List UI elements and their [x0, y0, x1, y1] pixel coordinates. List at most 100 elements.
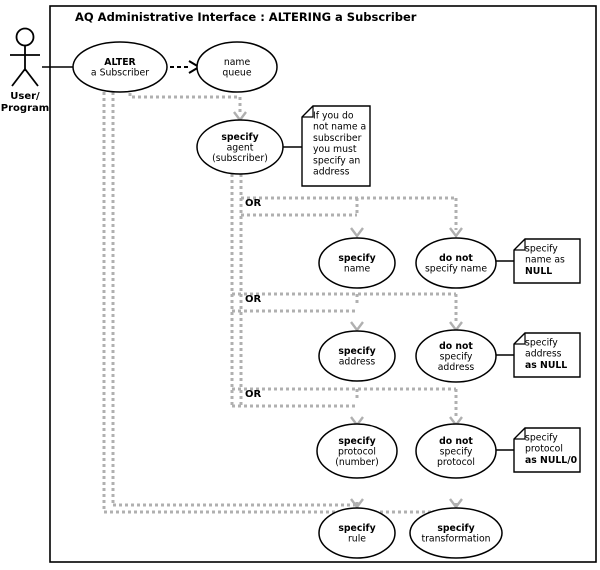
use-case-label: protocol [437, 457, 475, 468]
use-case-label: queue [222, 68, 251, 79]
use-case-ellipse[interactable] [196, 119, 284, 175]
use-case-ellipse[interactable] [415, 237, 497, 289]
use-case-label: agent [227, 142, 254, 153]
use-case-label: do not [439, 341, 473, 352]
use-case-label: specify [440, 446, 473, 457]
or-label-or-3: OR [245, 389, 262, 400]
note-leader-lines [283, 146, 514, 451]
or-label-or-1: OR [245, 198, 262, 209]
use-case-label: name [344, 264, 371, 275]
use-case-ellipse[interactable] [318, 237, 396, 289]
use-case-label: do not [439, 436, 473, 447]
note-fold-icon [514, 428, 526, 440]
note-line: specify [525, 338, 558, 349]
use-case-label: specify [338, 346, 375, 357]
or-label-or-2: OR [245, 294, 262, 305]
note-line: name as [525, 255, 565, 266]
note-body [513, 238, 581, 284]
note-line: specify [525, 433, 558, 444]
use-case-ellipse[interactable] [318, 507, 396, 559]
note-fold-icon [302, 106, 314, 118]
use-case-label: specify [338, 523, 375, 534]
use-case-label: specify name [425, 264, 487, 275]
use-case-label: rule [348, 534, 366, 545]
use-case-label: do not [439, 253, 473, 264]
use-case-label: protocol [338, 446, 376, 457]
use-case-ellipse[interactable] [415, 329, 497, 383]
note-line: you must [313, 144, 357, 155]
arrowhead-specify-rule [350, 498, 364, 509]
arrowhead-specify-address [350, 321, 364, 332]
gray-connectors [102, 92, 458, 514]
use-case-ellipse[interactable] [316, 423, 398, 479]
note-line: NULL [525, 266, 552, 277]
use-case-label: ALTER [104, 57, 135, 68]
actor-user-program: User/ Program [1, 27, 49, 114]
use-case-ellipse[interactable] [72, 41, 168, 93]
arrowhead-specify-transformation [449, 498, 463, 509]
actor-label-line2: Program [1, 103, 49, 114]
use-case-label: specify [221, 132, 258, 143]
note-line: address [313, 167, 350, 178]
note-line: not name a [313, 122, 366, 133]
use-case-label: address [339, 357, 376, 368]
note-body [513, 332, 581, 378]
actor-head-icon [15, 27, 35, 47]
note-line: subscriber [313, 133, 362, 144]
include-arrow-alter-to-name-queue [170, 60, 201, 74]
note-line: specify an [313, 155, 360, 166]
note-fold-icon [514, 333, 526, 345]
use-case-label: specify [338, 253, 375, 264]
use-case-label: specify [440, 351, 473, 362]
note-line: protocol [525, 444, 563, 455]
connector-alter-to-specify-agent [128, 93, 242, 114]
note-body [513, 427, 581, 473]
arrowhead-do-not-specify-name [449, 227, 463, 238]
note-fold-icon [514, 239, 526, 251]
or-label-layer: OR OR OR [245, 198, 262, 400]
use-case-ellipse[interactable] [409, 507, 503, 559]
use-case-label: a Subscriber [91, 68, 149, 79]
note-line: address [525, 349, 562, 360]
note-line: specify [525, 244, 558, 255]
actor-label-line1: User/ [10, 91, 40, 102]
use-case-label: address [438, 362, 475, 373]
note-line: as NULL/0 [525, 455, 578, 466]
use-case-ellipse[interactable] [318, 330, 396, 382]
use-case-label: (subscriber) [212, 153, 268, 164]
note-line: as NULL [525, 360, 567, 371]
use-case-ellipse[interactable] [196, 41, 278, 93]
system-boundary-box [49, 5, 597, 563]
actor-right-leg-icon [24, 68, 39, 87]
note-body [301, 105, 371, 187]
use-case-label: transformation [421, 534, 490, 545]
arrowhead-specify-name [350, 227, 364, 238]
arrowhead-do-not-specify-address [449, 321, 463, 332]
use-case-label: specify [437, 523, 474, 534]
use-case-ellipse[interactable] [415, 423, 497, 479]
use-case-label: specify [338, 436, 375, 447]
note-line: If you do [313, 111, 354, 122]
use-case-label: (number) [335, 457, 379, 468]
use-case-label: name [224, 57, 251, 68]
page-title: AQ Administrative Interface : ALTERING a… [75, 10, 417, 24]
